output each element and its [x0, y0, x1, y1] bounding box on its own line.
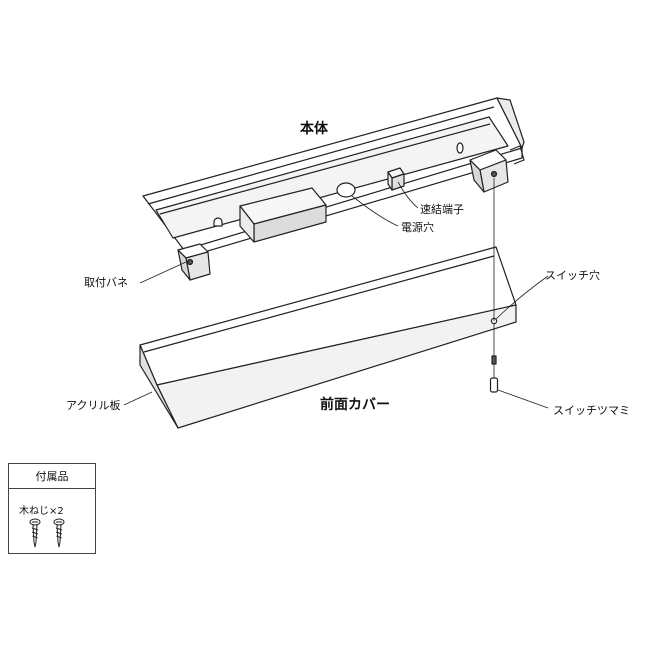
body-inner-edge [159, 123, 491, 215]
label-mounting-spring: 取付バネ [84, 276, 128, 289]
ballast-box-side [239, 205, 255, 243]
switch-knob [489, 377, 499, 393]
leader-switch-knob [497, 389, 549, 409]
right-clip-side [469, 159, 485, 193]
accessories-title: 付属品 [9, 464, 95, 489]
label-connector-terminal: 速結端子 [420, 203, 464, 216]
leader-lines [123, 181, 549, 409]
leader-mounting-spring [139, 261, 187, 284]
label-power-hole: 電源穴 [401, 221, 434, 234]
connector-terminal-side [387, 171, 393, 191]
accessories-box: 付属品 木ねじ×2 [8, 463, 96, 554]
body-rim-line [147, 106, 495, 205]
leader-connector-terminal [397, 181, 419, 209]
front-cover-end [139, 344, 179, 429]
pull-cord [489, 178, 499, 393]
right-cap-detail [509, 145, 525, 165]
left-clip-hole [186, 258, 194, 266]
wood-screws-illustration [29, 518, 65, 548]
power-hole [336, 182, 356, 198]
left-clip-side [177, 249, 191, 281]
front-cover [139, 246, 517, 429]
leader-switch-hole [495, 275, 549, 320]
label-switch-knob: スイッチツマミ [553, 404, 630, 417]
right-clip-hole [490, 170, 498, 178]
fixture-body [142, 97, 525, 281]
label-body: 本体 [300, 121, 328, 137]
body-right-cap [496, 97, 525, 149]
keyhole-slot [213, 217, 223, 227]
front-cover-inner-edge [143, 255, 495, 353]
cord-bead [491, 355, 497, 365]
label-front-cover: 前面カバー [320, 397, 390, 413]
body-slot [456, 142, 464, 154]
leader-power-hole [351, 195, 399, 227]
wood-screw-icon [29, 518, 41, 548]
leader-acrylic-plate [123, 391, 153, 406]
accessories-item: 木ねじ×2 [19, 506, 64, 517]
label-switch-hole: スイッチ穴 [545, 269, 600, 282]
label-acrylic-plate: アクリル板 [66, 399, 121, 412]
wood-screw-icon [53, 518, 65, 548]
